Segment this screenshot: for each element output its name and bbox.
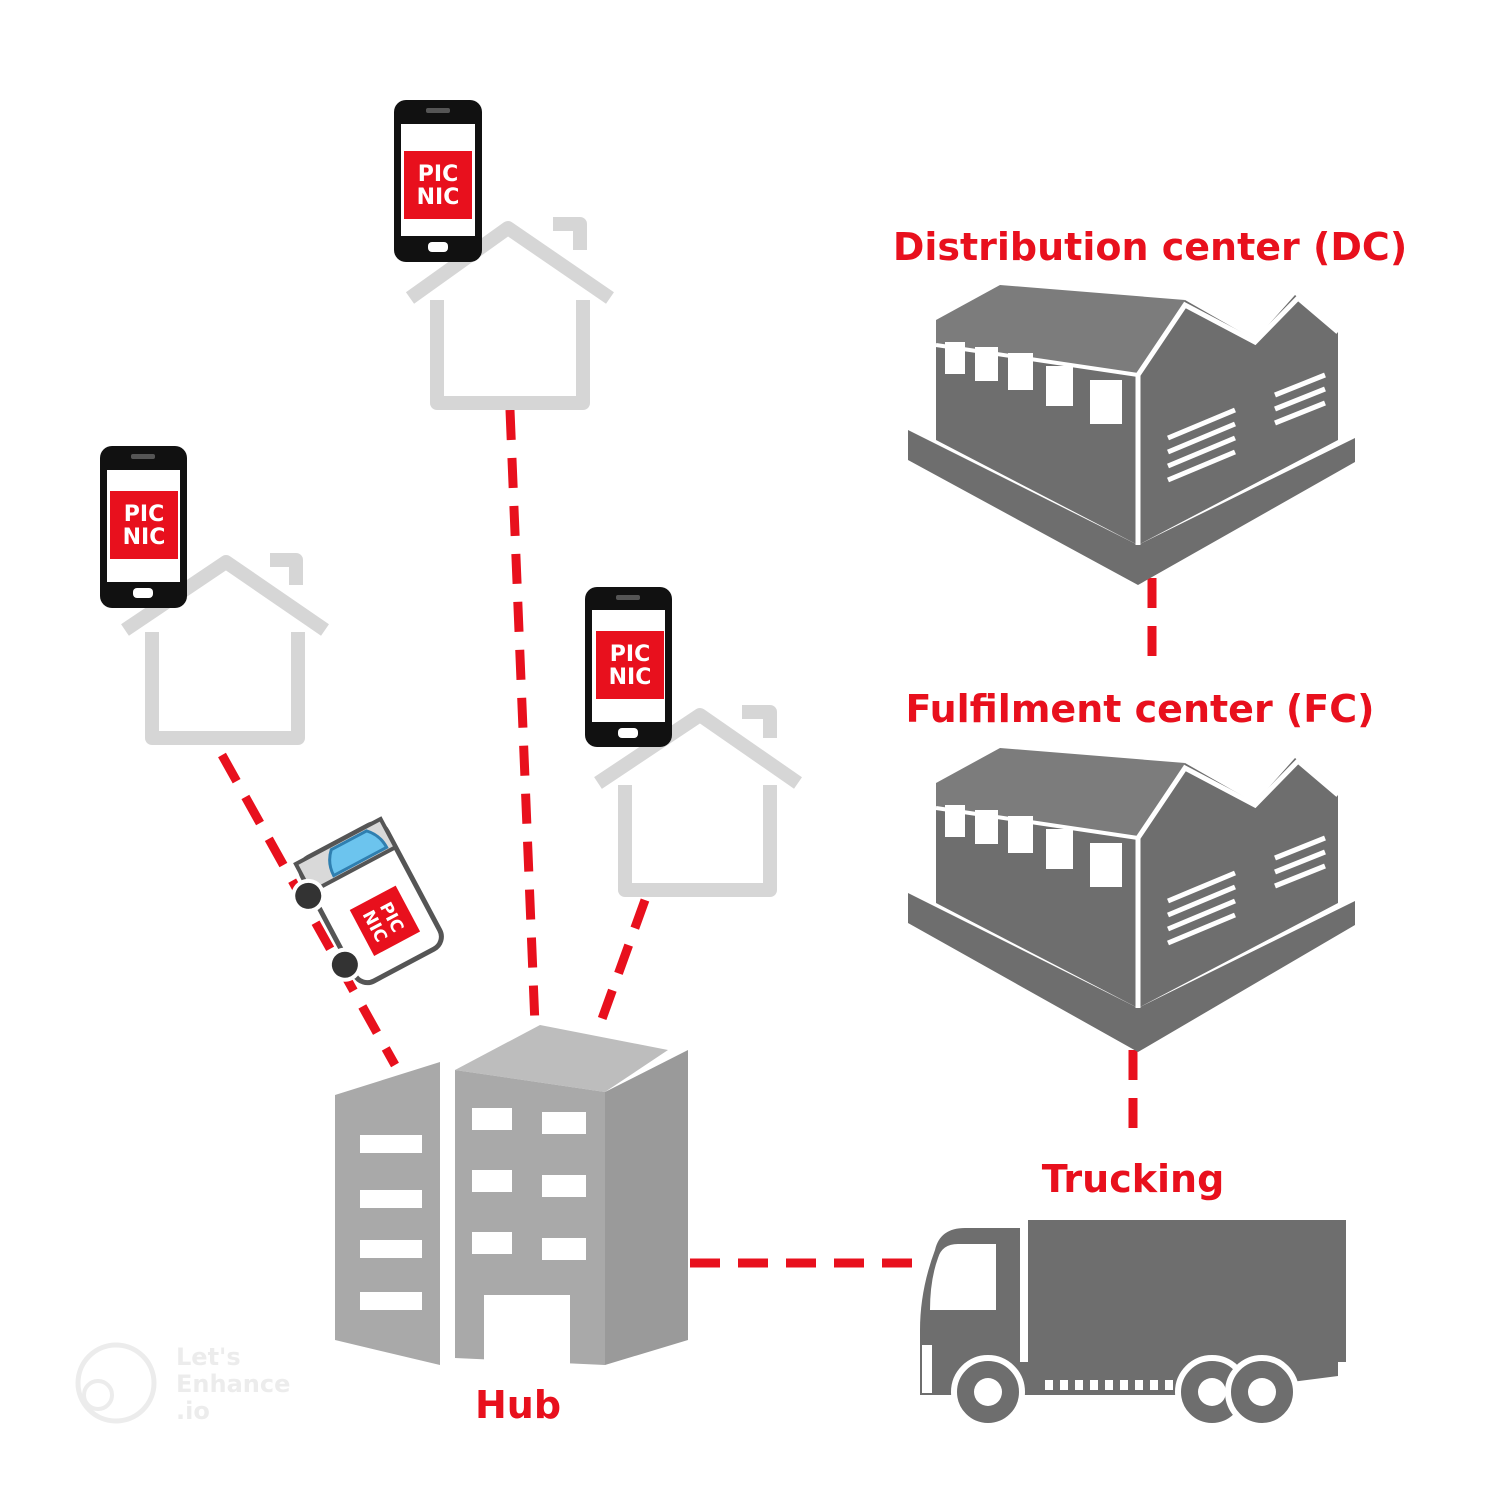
warehouse-icon bbox=[908, 748, 1355, 1052]
connections bbox=[218, 409, 1157, 1268]
warehouse-icon bbox=[908, 285, 1355, 585]
dc-label: Distribution center (DC) bbox=[893, 225, 1407, 269]
watermark-line-2: Enhance bbox=[176, 1370, 290, 1398]
watermark-line-1: Let's bbox=[176, 1343, 241, 1371]
picnic-logo: PIC NIC bbox=[404, 151, 472, 219]
logo-line-1: PIC bbox=[124, 502, 164, 527]
phone-icon: PIC NIC bbox=[585, 587, 672, 747]
hub-label: Hub bbox=[475, 1383, 561, 1427]
logo-line-1: PIC bbox=[418, 162, 458, 187]
trucking-label: Trucking bbox=[1042, 1157, 1225, 1201]
picnic-logo: PIC NIC bbox=[596, 631, 664, 699]
watermark-line-3: .io bbox=[176, 1397, 210, 1425]
picnic-logo: PIC NIC bbox=[110, 491, 178, 559]
logo-line-1: PIC bbox=[610, 642, 650, 667]
logo-line-2: NIC bbox=[417, 185, 460, 210]
connector-house-right-to-hub bbox=[593, 898, 650, 1032]
delivery-van-icon: PIC NIC bbox=[291, 816, 444, 986]
logo-line-2: NIC bbox=[609, 665, 652, 690]
house-icon bbox=[594, 705, 802, 897]
phone-icon: PIC NIC bbox=[100, 446, 187, 608]
connector-house-top-to-hub bbox=[505, 409, 540, 1026]
phone-icon: PIC NIC bbox=[394, 100, 482, 262]
logo-line-2: NIC bbox=[123, 525, 166, 550]
truck-icon bbox=[920, 1220, 1346, 1429]
house-icon bbox=[405, 217, 614, 410]
hub-building-icon bbox=[335, 1025, 688, 1367]
connector-house-left-to-hub bbox=[218, 752, 399, 1068]
fc-label: Fulfilment center (FC) bbox=[906, 687, 1375, 731]
watermark: Let's Enhance .io bbox=[75, 1342, 290, 1425]
